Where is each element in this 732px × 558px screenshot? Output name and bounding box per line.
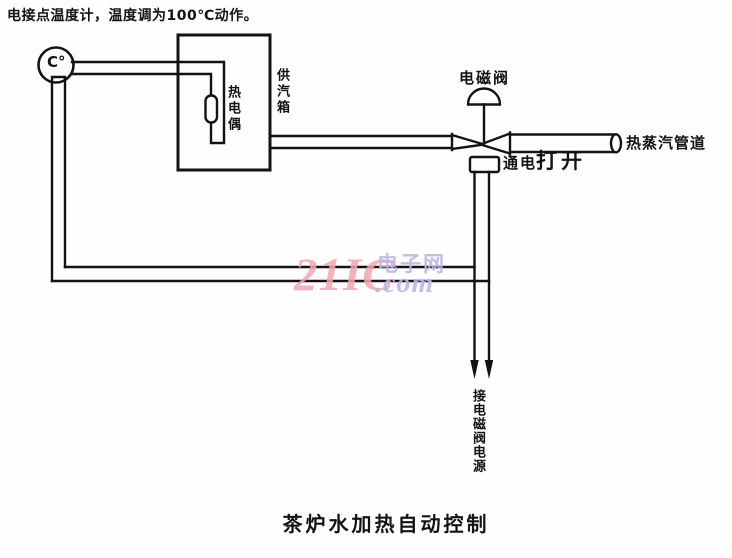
steam-box-label: 供汽箱 — [274, 68, 289, 116]
thermocouple-bulb-icon — [204, 94, 219, 124]
solenoid-valve-label: 电磁阀 — [459, 69, 511, 87]
power-source-label: 接电磁阀电源 — [470, 389, 485, 473]
diagram-caption: 茶炉水加热自动控制 — [282, 512, 490, 536]
header-note: 电接点温度计，温度调为100℃动作。 — [7, 8, 259, 24]
pipe-right-icon — [508, 133, 618, 154]
thermometer-dial-icon — [37, 46, 75, 84]
pipe-end-cap-icon — [609, 133, 623, 154]
valve-terminal-box-icon — [468, 155, 501, 174]
open-label: 打开 — [536, 149, 586, 173]
solenoid-dome-icon — [466, 87, 502, 106]
arrow-down-icon — [470, 360, 479, 379]
pipe-left-icon — [268, 132, 486, 152]
energize-label: 通电 — [503, 154, 538, 172]
arrow-down-icon — [484, 360, 494, 379]
steam-pipe-label: 热蒸汽管道 — [626, 134, 707, 152]
thermocouple-label: 热电偶 — [225, 85, 240, 133]
thermocouple-wire-lower — [71, 72, 213, 99]
power-lead-lines — [473, 170, 491, 363]
thermometer-dial-label: C° — [47, 53, 66, 71]
thermometer-stem-icon — [50, 75, 67, 283]
steam-box-outline — [176, 33, 272, 172]
thermocouple-wire-upper — [70, 60, 226, 145]
